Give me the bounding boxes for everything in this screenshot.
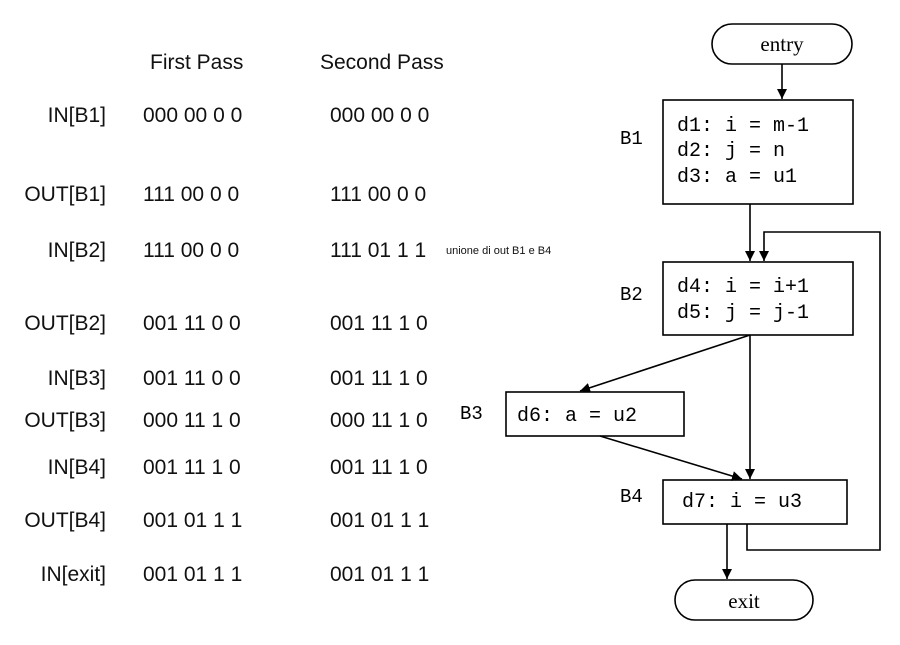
row-label: IN[B4] [47,456,106,479]
row-first-pass: 111 00 0 0 [143,239,240,262]
block-b3 [505,391,685,437]
block-b3-stmt: d6: a = u2 [517,405,637,428]
edge-b2-b3 [579,334,751,393]
row-first-pass: 111 00 0 0 [143,183,240,206]
header-first-pass: First Pass [150,51,244,74]
exit-node [674,579,814,621]
row-first-pass: 001 01 1 1 [143,509,243,532]
row-label: IN[B1] [47,104,106,127]
row-label: IN[B3] [47,367,106,390]
edge-b4-b2-backedge [746,231,881,551]
row-label: OUT[B1] [24,183,106,206]
row-second-pass: 111 00 0 0 [330,183,427,206]
row-second-pass: 111 01 1 1 [330,239,427,262]
exit-label: exit [728,589,760,613]
row-label: OUT[B4] [24,509,106,532]
block-b3-label: B3 [460,403,483,425]
row-label: IN[B2] [47,239,106,262]
edge-b3-b4 [599,435,743,481]
block-b2-label: B2 [620,284,643,306]
block-b2-stmt: d5: j = j-1 [677,302,809,325]
block-b1-stmt: d3: a = u1 [677,166,797,189]
block-b1-stmt: d1: i = m-1 [677,115,809,138]
block-b1-stmt: d2: j = n [677,140,785,163]
row-first-pass: 000 00 0 0 [143,104,243,127]
row-second-pass: 000 11 1 0 [330,409,428,432]
block-b4 [662,479,848,525]
row-first-pass: 001 11 0 0 [143,367,241,390]
row-second-pass: 001 01 1 1 [330,509,430,532]
entry-label: entry [760,32,804,56]
row-second-pass: 001 01 1 1 [330,563,430,586]
row-label: OUT[B2] [24,312,106,335]
row-first-pass: 001 11 1 0 [143,456,241,479]
dataflow-table: First Pass Second Pass IN[B1] 000 00 0 0… [24,51,551,586]
row-label: OUT[B3] [24,409,106,432]
block-b2 [662,261,854,336]
block-b4-label: B4 [620,486,643,508]
row-first-pass: 001 11 0 0 [143,312,241,335]
block-b1-label: B1 [620,128,643,150]
row-second-pass: 001 11 1 0 [330,456,428,479]
block-b1 [662,99,854,205]
row-second-pass: 000 00 0 0 [330,104,430,127]
block-b4-stmt: d7: i = u3 [682,491,802,514]
header-second-pass: Second Pass [320,51,444,74]
row-second-pass: 001 11 1 0 [330,367,428,390]
row-label: IN[exit] [40,563,106,586]
union-note: unione di out B1 e B4 [446,245,552,257]
row-first-pass: 000 11 1 0 [143,409,241,432]
row-first-pass: 001 01 1 1 [143,563,243,586]
block-b2-stmt: d4: i = i+1 [677,276,809,299]
row-second-pass: 001 11 1 0 [330,312,428,335]
